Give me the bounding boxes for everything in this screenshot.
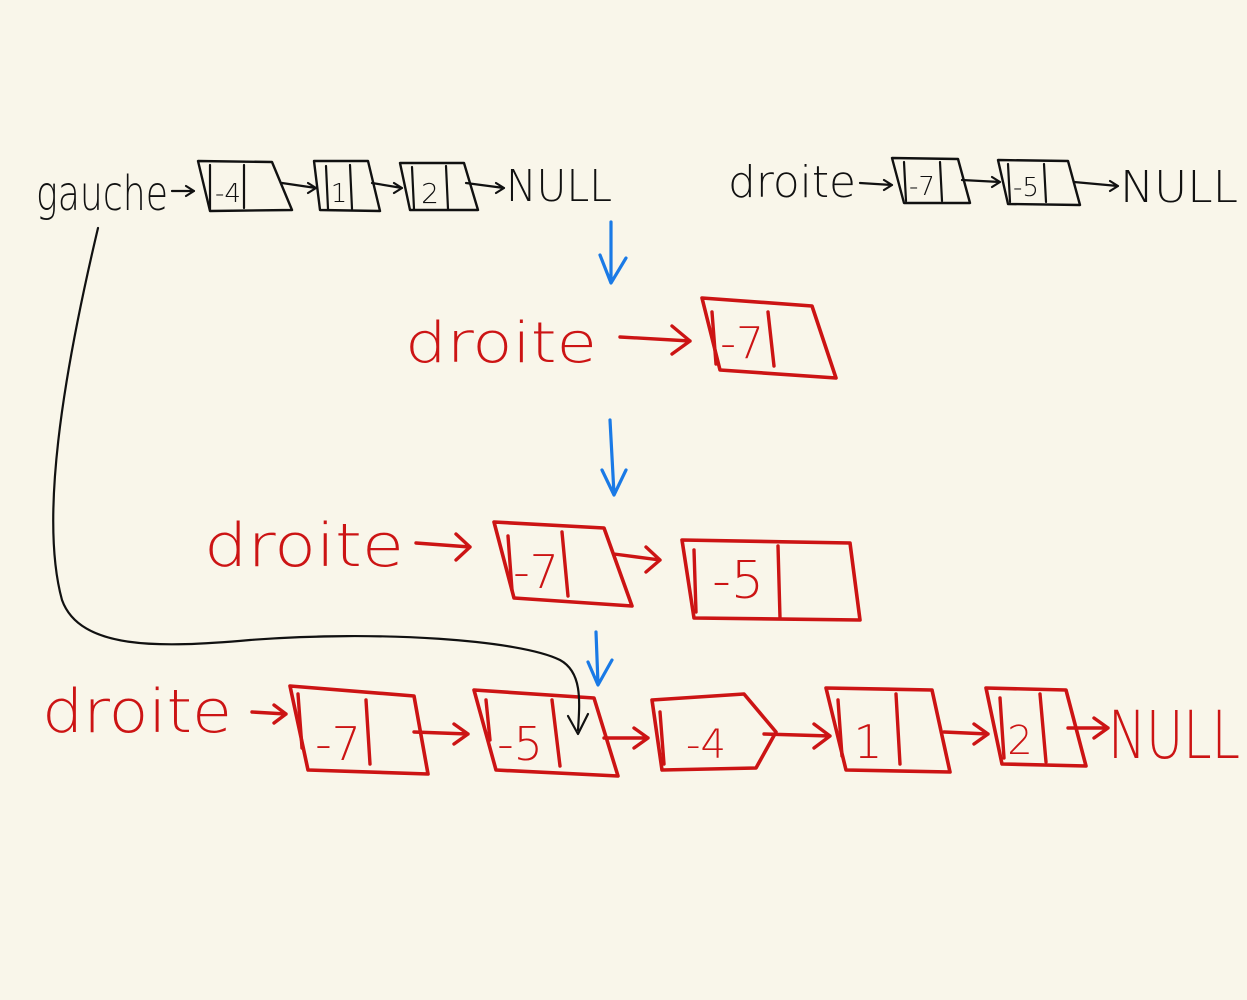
step-2-node-2: -5 <box>680 538 862 622</box>
step-3-node-value: 2 <box>1007 718 1032 764</box>
droite-node-value: -7 <box>909 172 935 202</box>
step-3-node-4: 1 <box>824 686 952 774</box>
step-3: droite -7 -5 -4 1 <box>42 677 1240 778</box>
step-1-node-value: -7 <box>720 318 764 369</box>
step-2-node-1: -7 <box>492 520 634 608</box>
gauche-link-3 <box>464 181 506 195</box>
droite-list: droite -7 -5 NULL <box>728 156 1238 213</box>
step-3-node-value: 1 <box>853 715 882 769</box>
step-3-label: droite <box>42 677 232 747</box>
step-2-node-value: -5 <box>712 551 764 611</box>
droite-node-1: -7 <box>890 156 972 205</box>
step-2-node-value: -7 <box>513 545 559 599</box>
step-3-node-2: -5 <box>472 688 620 778</box>
droite-head-arrow <box>858 178 894 192</box>
gauche-null: NULL <box>506 161 612 212</box>
gauche-label: gauche <box>36 166 168 222</box>
droite-null: NULL <box>1120 162 1238 213</box>
gauche-link-2 <box>370 181 404 195</box>
droite-node-2: -5 <box>996 158 1082 207</box>
gauche-link-1 <box>280 181 318 195</box>
gauche-node-value: 1 <box>331 179 348 209</box>
gauche-pointer-curve <box>52 226 581 732</box>
gauche-node-1: -4 <box>196 159 294 213</box>
step-arrow-1 <box>598 220 628 285</box>
gauche-head-arrow <box>170 184 196 198</box>
step-3-link-3 <box>762 722 832 750</box>
step-3-head-arrow <box>250 703 288 725</box>
droite-link-2 <box>1072 179 1120 193</box>
step-3-link-1 <box>412 722 470 746</box>
droite-link-1 <box>960 175 1002 189</box>
step-2: droite -7 -5 <box>204 511 862 622</box>
step-3-node-1: -7 <box>288 684 430 776</box>
step-3-node-value: -7 <box>315 717 361 771</box>
gauche-list: gauche -4 1 2 NULL <box>36 159 612 222</box>
step-arrow-3 <box>586 630 614 687</box>
step-2-link-1 <box>612 545 662 574</box>
gauche-pointer-arrowhead <box>566 712 590 736</box>
step-3-link-5 <box>1066 716 1110 740</box>
step-arrow-2 <box>600 418 628 497</box>
gauche-node-2: 1 <box>312 159 382 213</box>
step-3-node-value: -5 <box>497 717 543 771</box>
step-1-head-arrow <box>618 324 692 356</box>
gauche-node-value: 2 <box>421 177 439 210</box>
gauche-node-value: -4 <box>215 179 241 209</box>
step-2-head-arrow <box>414 532 472 562</box>
step-3-link-2 <box>602 726 650 750</box>
step-3-link-4 <box>942 722 990 746</box>
step-1-node-1: -7 <box>700 296 838 380</box>
step-3-node-3: -4 <box>650 692 778 772</box>
step-3-null: NULL <box>1108 697 1240 774</box>
droite-node-value: -5 <box>1013 173 1039 203</box>
step-3-node-value: -4 <box>686 722 726 768</box>
gauche-node-3: 2 <box>398 161 480 212</box>
step-2-label: droite <box>204 511 404 581</box>
step-3-node-5: 2 <box>984 686 1088 768</box>
step-1: droite -7 <box>405 296 838 380</box>
step-1-label: droite <box>405 311 597 376</box>
droite-label: droite <box>728 157 856 208</box>
